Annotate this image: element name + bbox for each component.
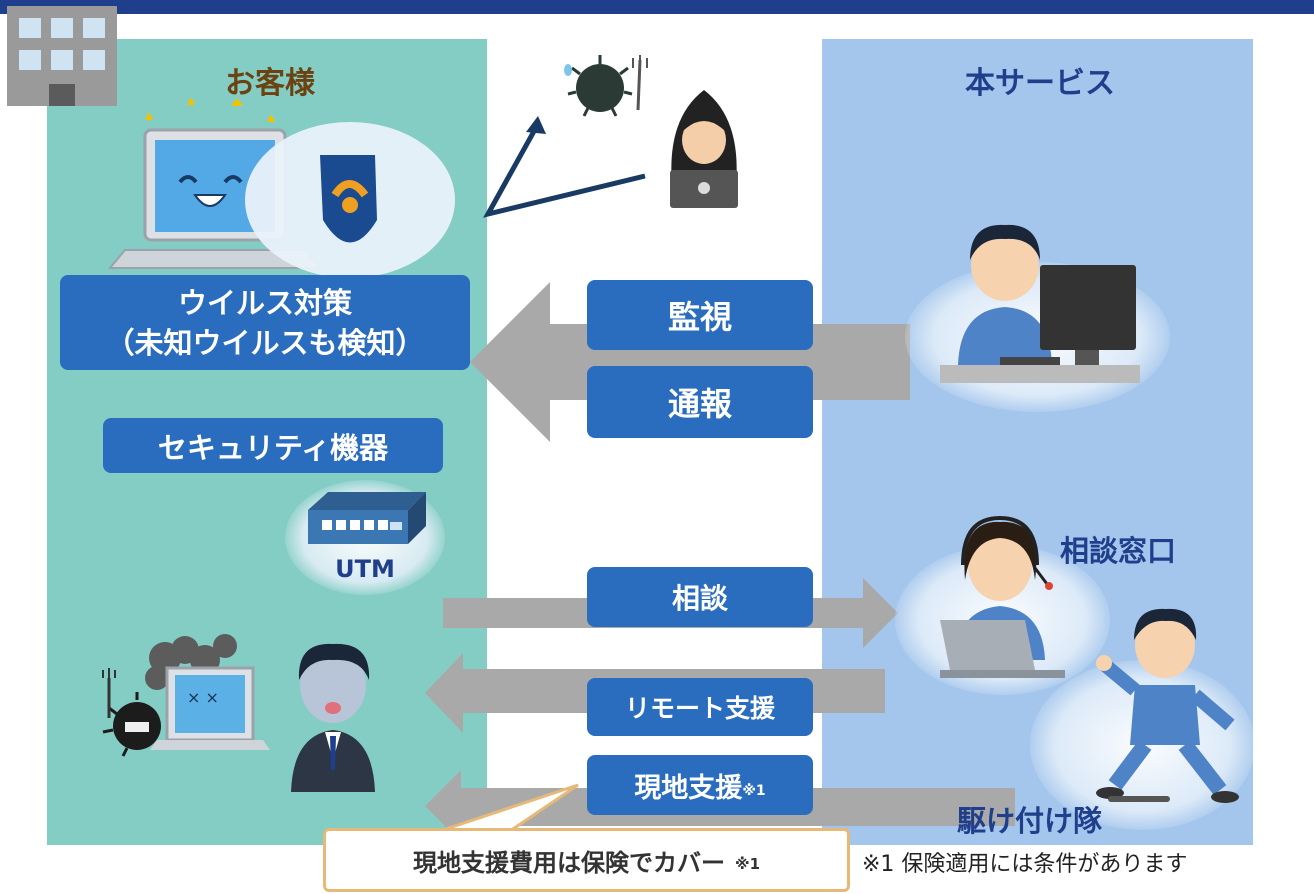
- service-title: 本サービス: [965, 66, 1115, 101]
- customer-title: お客様: [225, 66, 315, 101]
- notify-arrow: [470, 282, 910, 442]
- onsite-support-box: 現地支援 ※1: [587, 755, 813, 815]
- insurance-callout: 現地支援費用は保険でカバー ※1: [323, 828, 850, 892]
- onsite-support-note: ※1: [742, 783, 766, 799]
- operator-icon: [940, 215, 1140, 395]
- insurance-callout-text: 現地支援費用は保険でカバー: [412, 848, 725, 877]
- utm-device-icon: [308, 492, 426, 552]
- consult-desk-label: 相談窓口: [1060, 534, 1177, 568]
- rush-team-label: 駆け付け隊: [957, 804, 1103, 838]
- onsite-support-label: 現地支援: [634, 772, 743, 804]
- callout-pointer: [439, 783, 579, 833]
- hacker-icon: [662, 82, 746, 212]
- monitor-box: 監視: [587, 280, 813, 350]
- svg-text:× ×: × ×: [187, 688, 219, 707]
- header-bar: [0, 0, 1314, 14]
- infected-laptop-icon: × ×: [95, 628, 270, 768]
- report-box: 通報: [587, 366, 813, 438]
- antivirus-subtitle: （未知ウイルスも検知）: [105, 325, 425, 360]
- footnote: ※1 保険適用には条件があります: [862, 852, 1188, 877]
- running-staff-icon: [1090, 605, 1245, 810]
- building-icon: [7, 6, 117, 106]
- insurance-callout-mark: ※1: [734, 855, 761, 873]
- remote-support-box: リモート支援: [587, 678, 813, 736]
- security-device-box: セキュリティ機器: [103, 418, 443, 473]
- virus-icon: [560, 50, 650, 120]
- utm-label: UTM: [335, 555, 395, 583]
- rush-team-shadow: [1108, 796, 1170, 802]
- antivirus-box: ウイルス対策 （未知ウイルスも検知）: [60, 275, 470, 370]
- antivirus-title: ウイルス対策: [177, 285, 352, 320]
- happy-laptop-icon: [107, 97, 455, 290]
- consult-box: 相談: [587, 567, 813, 627]
- attack-arrow: [483, 116, 646, 218]
- call-center-operator-icon: [935, 510, 1085, 680]
- worried-person-icon: [283, 640, 383, 792]
